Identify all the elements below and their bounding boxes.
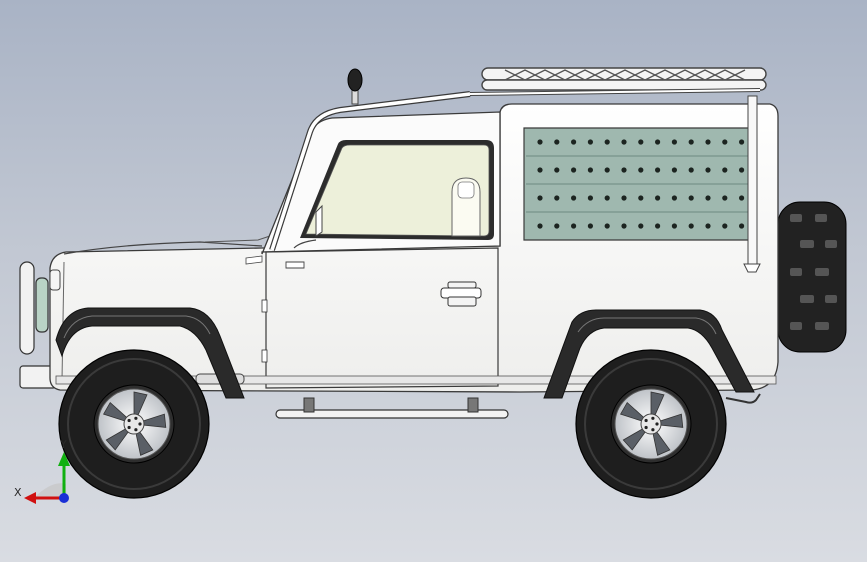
vent-hole [604,139,610,145]
vent-hole [705,223,711,229]
vent-hole [705,195,711,201]
vent-hole [722,223,728,229]
vent-hole [638,139,644,145]
vent-hole [537,223,543,229]
vent-hole [739,139,745,145]
vent-hole [571,195,577,201]
side-step [275,397,509,419]
vent-hole [705,139,711,145]
roof-light [347,68,363,105]
roof-rack [469,67,767,96]
vent-hole [638,223,644,229]
vent-hole [554,195,560,201]
vent-hole [587,167,594,173]
vent-hole [571,223,577,229]
vent-hole [621,195,627,201]
coordinate-triad: X Y [12,438,92,520]
triad-z-axis-icon [59,493,69,503]
vent-hole [554,223,560,229]
vent-hole [604,167,610,173]
vent-hole [671,139,678,145]
rear-wheel [575,349,727,499]
vent-hole [554,139,560,145]
spare-tire [777,201,847,353]
vent-hole [688,139,694,145]
vent-hole [722,167,728,173]
vent-hole [671,195,678,201]
vent-hole [655,223,661,229]
vent-hole [739,167,745,173]
vent-hole [722,195,728,201]
vent-hole [621,167,627,173]
vent-hole [587,139,594,145]
vent-hole [739,195,745,201]
vent-hole [688,223,694,229]
vent-hole [705,167,711,173]
vent-hole [722,139,728,145]
vent-hole [537,139,543,145]
front-fender-flare [55,307,245,399]
door-handle [440,281,482,307]
vent-hole [688,195,694,201]
triad-x-label: X [14,486,22,499]
vent-hole [688,167,694,173]
vent-hole [655,139,661,145]
vent-hole [739,223,745,229]
vent-hole [554,167,560,173]
vent-hole [571,139,577,145]
vent-hole [571,167,577,173]
vent-hole [655,167,661,173]
vent-hole [655,195,661,201]
vent-hole [671,167,678,173]
door [261,247,499,389]
front-wheel [58,349,210,499]
vent-hole [604,223,610,229]
vent-hole [537,167,543,173]
triad-y-label: Y [60,438,67,451]
vent-hole [621,223,627,229]
side-vent-panel [523,127,753,241]
vent-hole [587,223,594,229]
vent-hole [638,167,644,173]
vent-hole [537,195,543,201]
vent-hole [638,195,644,201]
vent-hole [587,195,594,201]
rear-fender-flare [543,309,761,404]
vent-hole [671,223,678,229]
vent-hole [604,195,610,201]
vent-hole [621,139,627,145]
